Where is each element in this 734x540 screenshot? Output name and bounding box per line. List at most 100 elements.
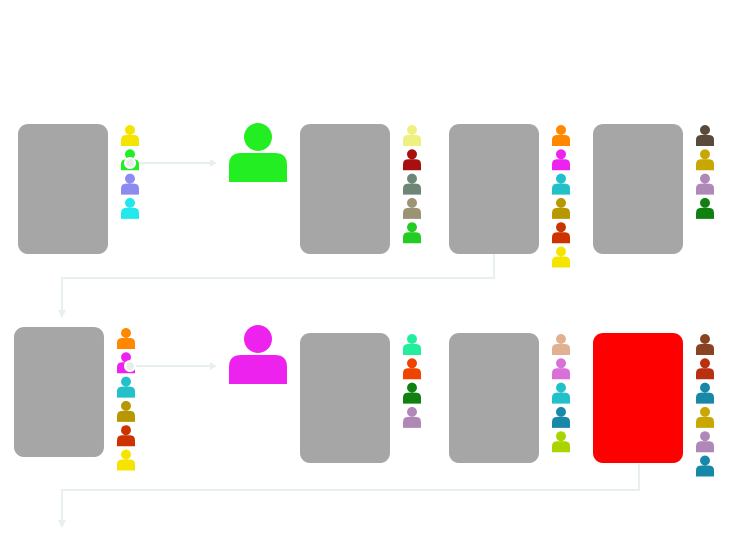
process-panel[interactable] — [300, 333, 390, 463]
person-body — [117, 410, 135, 422]
person-head — [700, 358, 710, 369]
person-body — [117, 459, 135, 471]
person-body — [403, 232, 421, 244]
diagram-row — [18, 123, 714, 268]
person-icon — [117, 328, 135, 349]
person-head — [121, 400, 131, 411]
person-body — [552, 232, 570, 244]
person-body — [552, 392, 570, 404]
person-body — [696, 344, 714, 355]
process-panel[interactable] — [449, 124, 539, 254]
person-head — [556, 382, 566, 393]
person-head — [407, 406, 417, 417]
person-stack — [403, 125, 421, 244]
person-head — [125, 125, 135, 135]
person-icon — [552, 334, 570, 355]
person-body — [403, 344, 421, 355]
process-panel[interactable] — [593, 333, 683, 463]
person-body — [229, 153, 287, 182]
person-icon — [117, 400, 135, 422]
process-panel[interactable] — [14, 327, 104, 457]
person-body — [552, 256, 570, 268]
person-head — [556, 406, 566, 417]
person-head — [407, 173, 417, 184]
person-icon — [121, 197, 139, 219]
person-stack — [696, 334, 714, 477]
person-head — [407, 334, 417, 344]
connector-line — [61, 247, 495, 314]
person-head — [244, 123, 272, 151]
person-icon — [696, 382, 714, 404]
person-icon — [403, 149, 421, 171]
person-head — [556, 222, 566, 233]
person-body — [696, 465, 714, 477]
person-icon — [696, 431, 714, 453]
person-body — [121, 135, 139, 146]
person-icon — [403, 222, 421, 244]
person-head — [556, 125, 566, 135]
person-head — [700, 406, 710, 417]
person-icon — [403, 197, 421, 219]
person-head — [556, 334, 566, 344]
person-head — [700, 382, 710, 393]
person-head — [556, 197, 566, 208]
person-head — [125, 173, 135, 184]
person-icon — [117, 449, 135, 471]
person-head — [121, 352, 131, 363]
person-body — [696, 392, 714, 404]
person-icon — [696, 197, 714, 219]
person-body — [121, 207, 139, 219]
process-panel[interactable] — [449, 333, 539, 463]
person-head — [125, 197, 135, 208]
person-head — [556, 431, 566, 442]
person-head — [121, 328, 131, 338]
person-body — [117, 386, 135, 398]
person-icon — [696, 149, 714, 171]
person-head — [407, 197, 417, 208]
person-head — [700, 149, 710, 160]
process-panel[interactable] — [593, 124, 683, 254]
person-head — [700, 125, 710, 135]
person-head — [700, 197, 710, 208]
person-icon — [403, 406, 421, 428]
person-body — [552, 416, 570, 428]
person-icon — [552, 149, 570, 171]
person-head — [407, 125, 417, 135]
connector-line — [61, 457, 640, 524]
person-icon — [552, 222, 570, 244]
person-icon — [117, 425, 135, 447]
panel-group — [449, 333, 570, 463]
person-icon — [552, 197, 570, 219]
panel-group — [300, 333, 421, 463]
arrow-head — [58, 520, 66, 528]
person-head — [407, 382, 417, 393]
panel-group — [593, 333, 714, 477]
person-body — [696, 441, 714, 453]
person-stack — [696, 125, 714, 219]
person-icon — [121, 173, 139, 195]
person-head — [700, 334, 710, 344]
person-body — [552, 135, 570, 146]
process-panel[interactable] — [18, 124, 108, 254]
person-body — [117, 338, 135, 349]
person-icon — [696, 406, 714, 428]
person-icon — [696, 125, 714, 146]
person-icon — [117, 376, 135, 398]
person-body — [696, 159, 714, 171]
person-icon — [552, 246, 570, 268]
diagram-row — [14, 325, 714, 477]
person-head — [121, 449, 131, 460]
person-icon — [403, 358, 421, 380]
person-head — [556, 246, 566, 257]
person-head — [556, 173, 566, 184]
panel-group — [593, 124, 714, 254]
person-head — [556, 358, 566, 369]
arrow-head — [210, 159, 217, 167]
process-panel[interactable] — [300, 124, 390, 254]
person-body — [403, 159, 421, 171]
person-head — [407, 358, 417, 369]
person-head — [407, 222, 417, 233]
person-body — [696, 416, 714, 428]
person-stack — [121, 125, 139, 219]
